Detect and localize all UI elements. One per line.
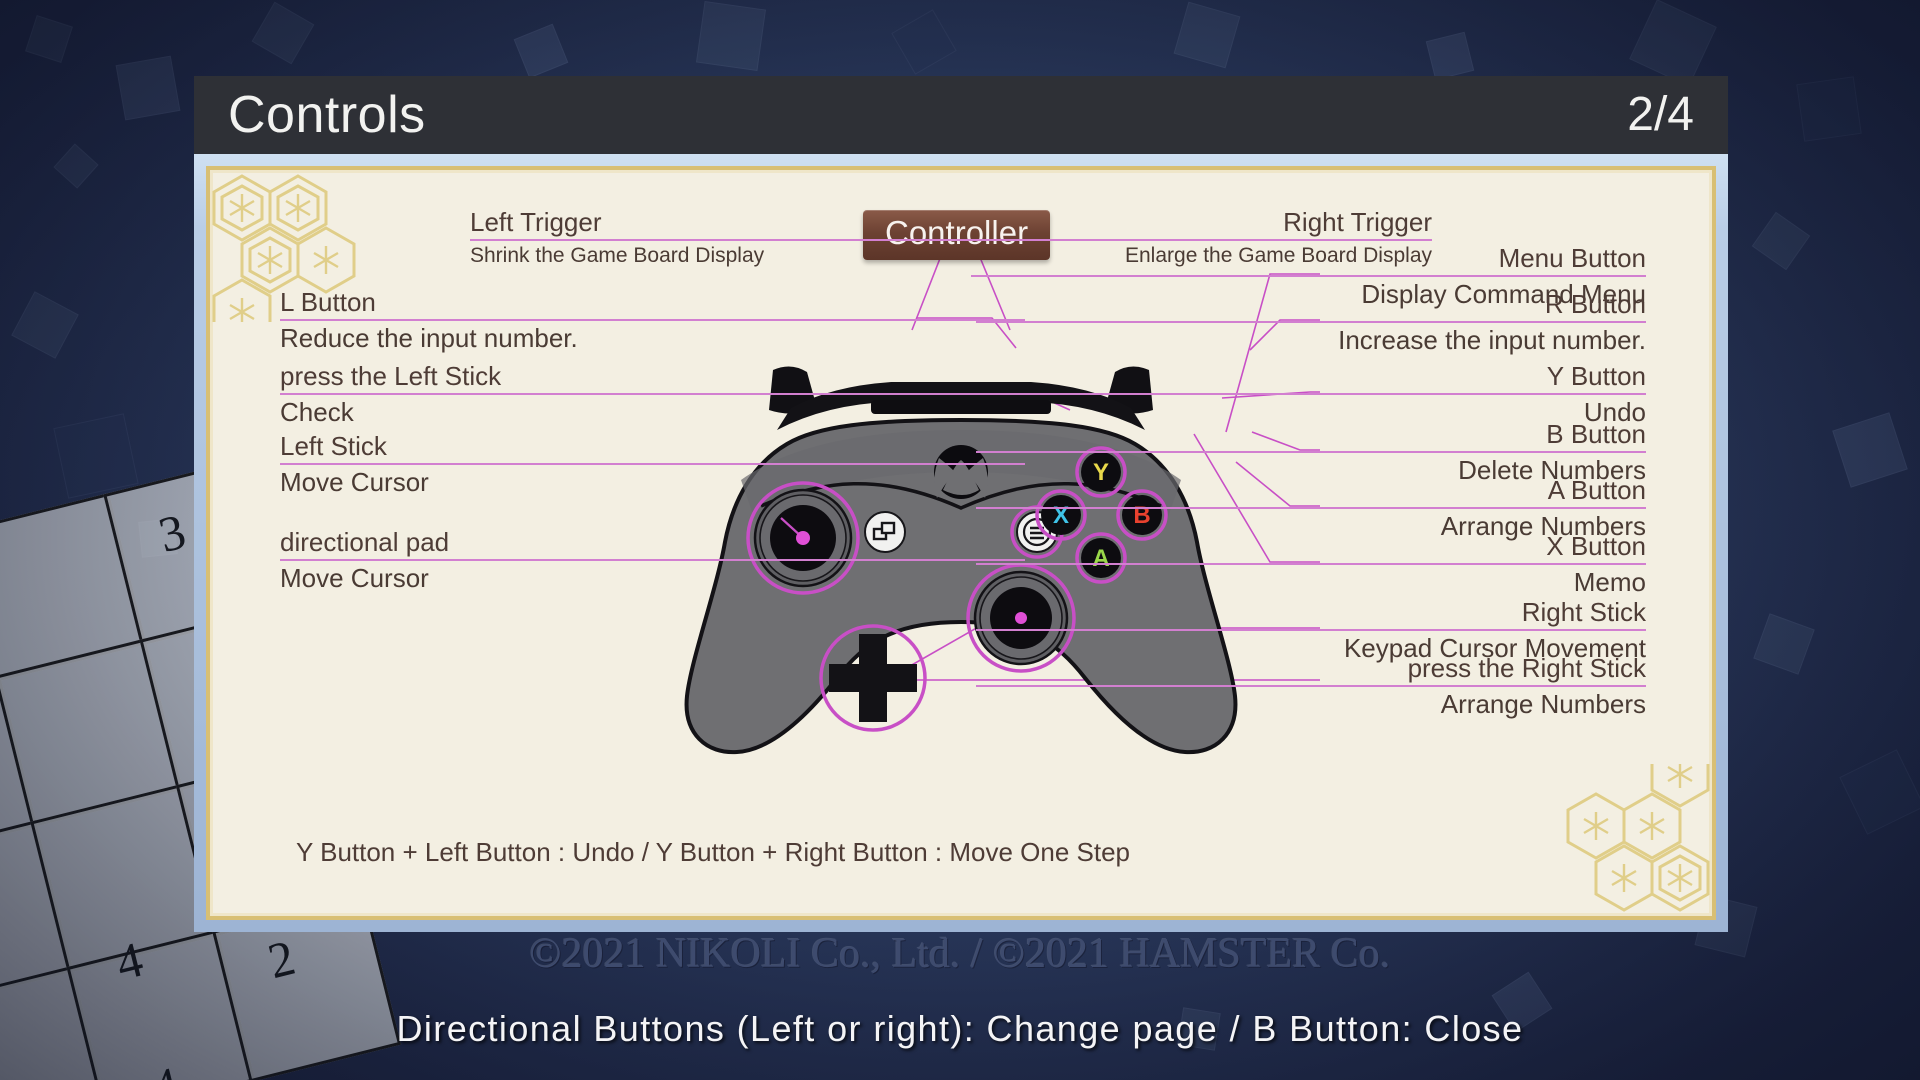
callout-l-button: L Button Reduce the input number. xyxy=(280,288,1025,352)
callout-desc: Reduce the input number. xyxy=(280,322,578,353)
section-badge: Controller xyxy=(863,210,1051,260)
callout-b-button: B Button Delete Numbers xyxy=(976,420,1646,484)
callout-menu-button: Menu Button Display Command Menu xyxy=(971,244,1646,308)
callout-title: Menu Button xyxy=(971,244,1646,277)
callout-desc: Increase the input number. xyxy=(1338,324,1646,355)
callout-title: R Button xyxy=(976,290,1646,323)
callout-desc: Keypad Cursor Movement xyxy=(1343,632,1646,663)
callout-title: press the Right Stick xyxy=(976,654,1646,687)
callout-directional-pad: directional pad Move Cursor xyxy=(280,528,1025,592)
callout-desc: Check xyxy=(280,396,354,427)
callout-desc: Shrink the Game Board Display xyxy=(470,243,765,267)
callout-a-button: A Button Arrange Numbers xyxy=(976,476,1646,540)
dialog-body: Y X B xyxy=(194,154,1728,932)
face-buttons: Y X B xyxy=(1035,446,1168,584)
callout-title: Right Trigger xyxy=(1125,208,1432,241)
corner-ornament-icon xyxy=(1560,740,1710,914)
callout-press-left-stick: press the Left Stick Check xyxy=(280,362,1025,426)
callout-title: L Button xyxy=(280,288,1025,321)
b-button-icon: B xyxy=(1116,489,1168,541)
callout-title: X Button xyxy=(976,532,1646,565)
directional-pad xyxy=(819,624,927,732)
callout-left-stick: Left Stick Move Cursor xyxy=(280,432,1025,496)
callout-title: directional pad xyxy=(280,528,1025,561)
callout-title: Left Stick xyxy=(280,432,1025,465)
svg-text:B: B xyxy=(1133,502,1150,529)
callout-title: B Button xyxy=(976,420,1646,453)
page-title: Controls xyxy=(228,86,426,144)
callout-desc: Arrange Numbers xyxy=(1440,510,1646,541)
controls-panel: Y X B xyxy=(206,166,1716,920)
callout-r-button: R Button Increase the input number. xyxy=(976,290,1646,354)
callout-title: A Button xyxy=(976,476,1646,509)
dialog-header: Controls 2/4 xyxy=(194,76,1728,154)
callout-x-button: X Button Memo xyxy=(976,532,1646,596)
right-stick xyxy=(966,563,1076,673)
callout-right-trigger: Right Trigger Enlarge the Game Board Dis… xyxy=(1125,208,1432,267)
callout-desc: Move Cursor xyxy=(280,562,429,593)
callout-right-stick: Right Stick Keypad Cursor Movement xyxy=(976,598,1646,662)
callout-desc: Memo xyxy=(1573,566,1646,597)
svg-text:Y: Y xyxy=(1093,459,1109,486)
page-indicator: 2/4 xyxy=(1627,88,1694,141)
callout-desc: Delete Numbers xyxy=(1458,454,1646,485)
callout-desc: Enlarge the Game Board Display xyxy=(1125,243,1432,267)
callout-desc: Move Cursor xyxy=(280,466,429,497)
callout-left-trigger: Left Trigger Shrink the Game Board Displ… xyxy=(470,208,1210,267)
navigation-hint: Directional Buttons (Left or right): Cha… xyxy=(396,1008,1524,1049)
button-combo-text: Y Button + Left Button : Undo / Y Button… xyxy=(296,837,1130,867)
callout-title: press the Left Stick xyxy=(280,362,1025,395)
callout-title: Left Trigger xyxy=(470,208,1210,241)
callout-desc: Undo xyxy=(1583,396,1646,427)
callout-desc: Arrange Numbers xyxy=(1440,688,1646,719)
callout-title: Right Stick xyxy=(976,598,1646,631)
callout-press-right-stick: press the Right Stick Arrange Numbers xyxy=(976,654,1646,718)
callout-title: Y Button xyxy=(976,362,1646,395)
x-button-icon: X xyxy=(1035,489,1087,541)
callout-desc: Display Command Menu xyxy=(1361,278,1646,309)
y-button-icon: Y xyxy=(1075,446,1127,498)
copyright-text: ©2021 NIKOLI Co., Ltd. / ©2021 HAMSTER C… xyxy=(529,931,1391,977)
callout-y-button: Y Button Undo xyxy=(976,362,1646,426)
svg-text:A: A xyxy=(1092,545,1109,572)
svg-text:X: X xyxy=(1053,502,1069,529)
view-button xyxy=(864,511,906,553)
a-button-icon: A xyxy=(1075,532,1127,584)
controls-dialog: Controls 2/4 xyxy=(194,76,1728,932)
